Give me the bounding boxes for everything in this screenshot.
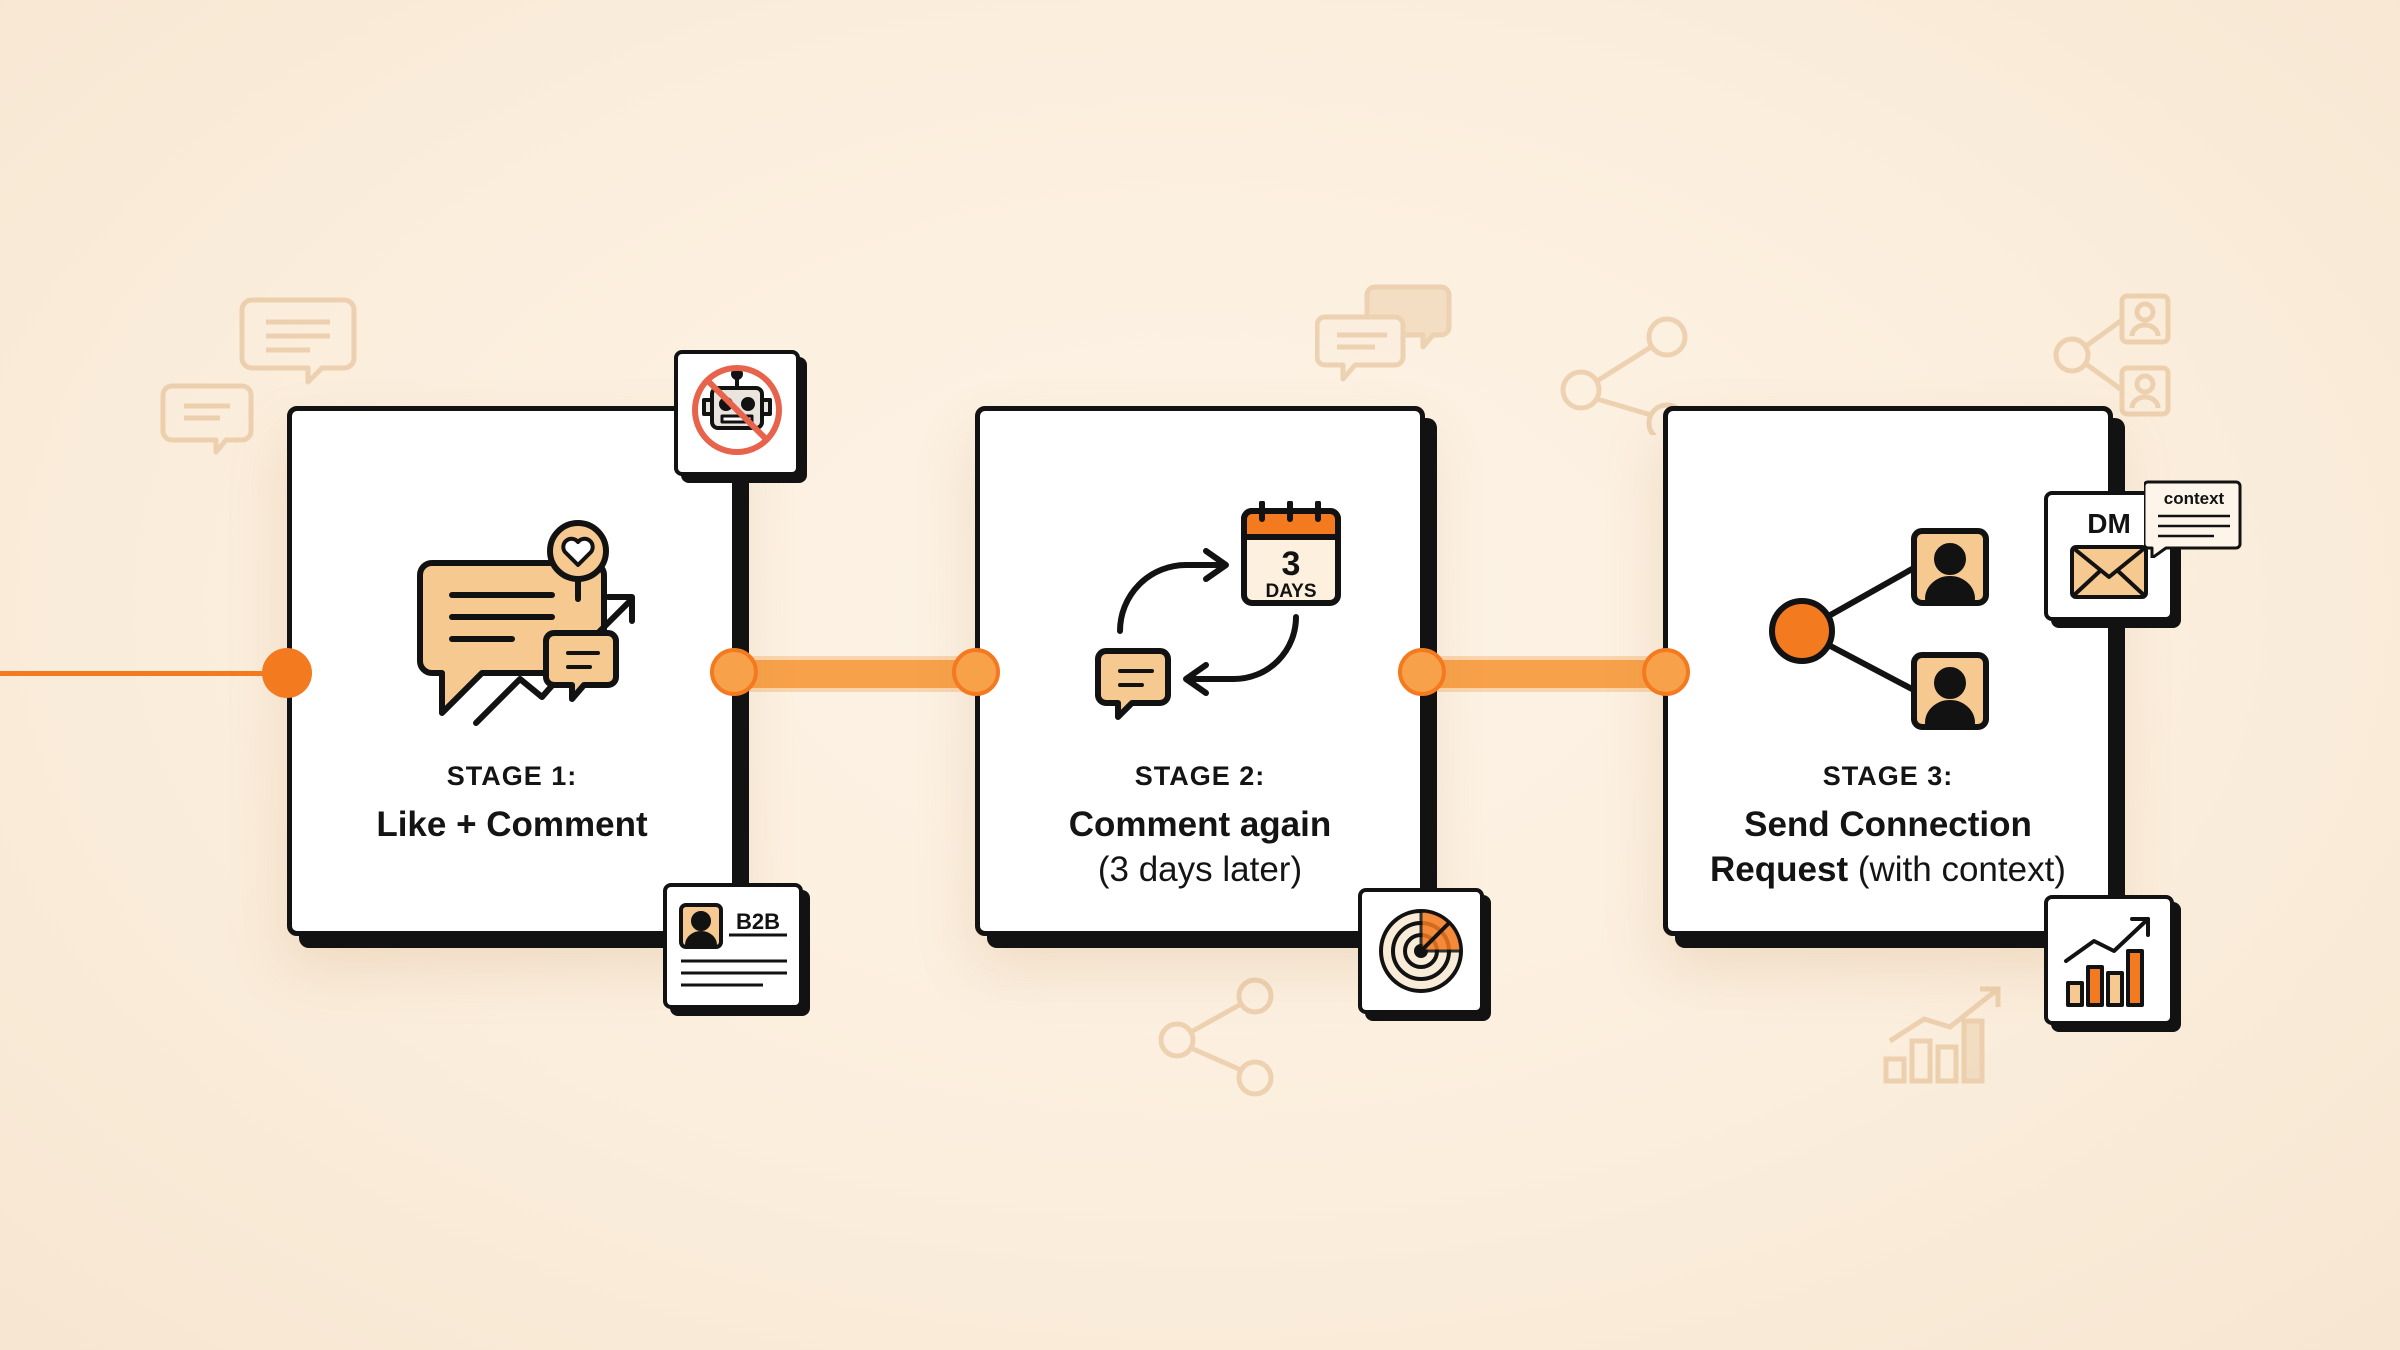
stage-2-text: STAGE 2: Comment again (3 days later) [980,761,1420,892]
dm-envelope-icon: DM [2070,508,2148,599]
decor-bar-chart-icon [1883,986,2001,1084]
stage-title-bold-part: Request [1710,850,1849,889]
decor-chat-bubbles-icon [160,297,357,455]
node-dot [262,648,312,698]
stage-label: STAGE 3: [1822,761,1954,791]
stage-2-card: 3 DAYS STAGE 2: Comment again (3 days la… [975,406,1425,936]
connection-network-icon [1769,528,1989,730]
chat-heart-trend-icon [417,520,635,726]
stage-label: STAGE 2: [1134,761,1266,791]
calendar-number: 3 [1282,545,1301,583]
stage-title: Comment again [1068,805,1332,844]
node-dot [1642,648,1690,696]
stage-title: Like + Comment [376,805,648,844]
no-bots-icon [692,365,782,455]
growth-chart-badge [2044,895,2174,1025]
no-bots-badge [674,350,800,476]
growth-chart-icon [2064,917,2150,1007]
decor-share-users-icon [2053,293,2171,417]
node-dot [952,648,1000,696]
stage-1-card: STAGE 1: Like + Comment [287,406,737,936]
connector-1-2 [734,660,976,688]
b2b-label: B2B [736,909,780,934]
connector-2-3 [1422,660,1666,688]
stage-title-line-2: Request (with context) [1668,847,2108,892]
calendar-unit: DAYS [1265,581,1316,602]
stage-title: Send Connection [1744,805,2032,844]
decor-share-icon [1158,977,1274,1097]
decor-chat-bubbles-icon [1315,284,1452,382]
target-badge [1358,888,1484,1014]
target-icon [1379,909,1463,993]
decor-share-icon [1560,316,1688,435]
b2b-profile-card-icon: B2B [679,903,787,987]
context-note-badge: context [2142,478,2244,560]
dm-label: DM [2087,508,2131,539]
stage-1-text: STAGE 1: Like + Comment [292,761,732,847]
stage-3-text: STAGE 3: Send Connection Request (with c… [1668,761,2108,892]
entry-line [0,671,290,676]
stage-title-context: (with context) [1857,850,2066,889]
stage-label: STAGE 1: [446,761,578,791]
stage-subtitle: (3 days later) [1097,850,1303,889]
comment-cycle-calendar-icon: 3 DAYS [1095,501,1341,720]
context-label: context [2164,489,2225,508]
node-dot [710,648,758,696]
node-dot [1398,648,1446,696]
stage-3-card: STAGE 3: Send Connection Request (with c… [1663,406,2113,936]
dm-badge: DM [2044,491,2174,621]
b2b-profile-badge: B2B [663,883,803,1009]
context-note-icon: context [2142,480,2242,560]
